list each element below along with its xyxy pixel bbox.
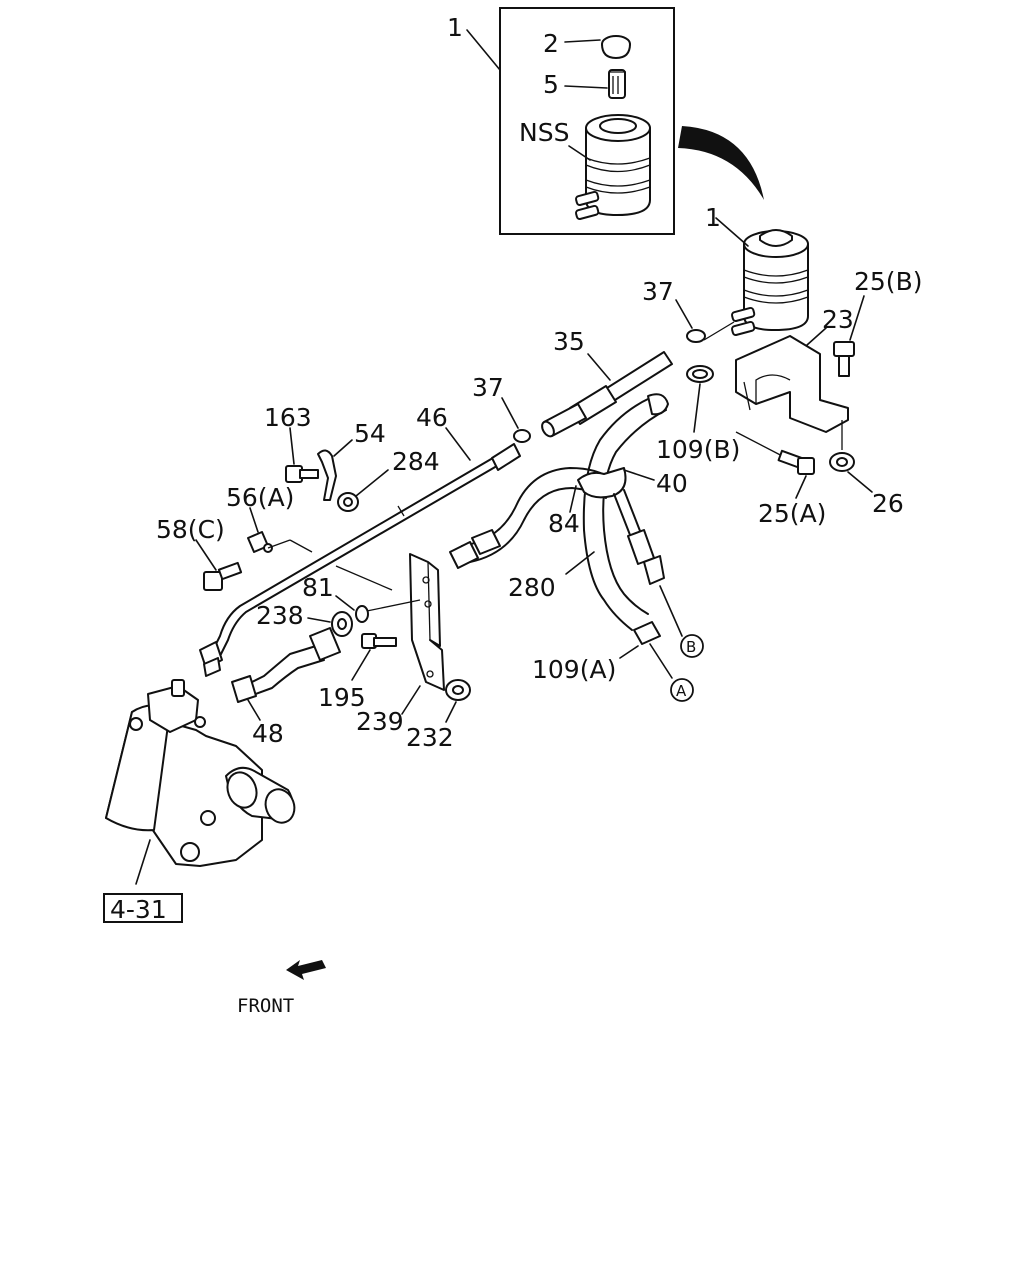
callout-84: 84 [548,509,580,538]
hose-35: 35 [541,327,673,438]
callout-109a: 109(A) [532,655,616,684]
callout-1-inset: 1 [447,13,463,42]
callout-1-reservoir: 1 [705,203,721,232]
callout-40: 40 [656,469,688,498]
steering-gear-box [105,679,296,885]
callout-238: 238 [256,601,304,630]
callout-56a: 56(A) [226,483,294,512]
front-label: FRONT [237,995,294,1017]
callout-81: 81 [302,573,334,602]
callout-37-right: 37 [642,277,674,306]
callout-2: 2 [543,29,559,58]
callout-284: 284 [392,447,440,476]
clamp-109a: 109(A) [532,621,673,684]
bolt-58c: 58(C) [156,515,243,591]
bracket-239: 239 [335,553,445,736]
hose-280: 280 [508,393,669,631]
callout-280: 280 [508,573,556,602]
bolt-25b: 25(B) [833,267,922,377]
callout-23: 23 [822,305,854,334]
callout-163: 163 [264,403,312,432]
callout-48: 48 [252,719,284,748]
front-direction-indicator: FRONT [237,960,326,1017]
reservoir-assembly: 1 [705,203,809,337]
pipe-to-ref-b [613,489,683,637]
strainer-part [608,69,626,99]
clamp-40: 40 [577,467,688,499]
callout-232: 232 [406,723,454,752]
bolt-195: 195 [318,633,397,712]
pipe-48: 48 [231,627,341,748]
callout-nss: NSS [519,118,569,147]
inset-frame [499,7,675,235]
callout-239: 239 [356,707,404,736]
callout-37-mid: 37 [472,373,504,402]
bolt-25a: 25(A) [758,449,826,528]
callout-25b: 25(B) [854,267,922,296]
callout-54: 54 [354,419,386,448]
ref-circle-a: A [670,678,694,702]
page-reference-box: 4-31 [103,893,183,924]
nut-232: 232 [406,679,471,752]
callout-35: 35 [553,327,585,356]
ref-circle-b: B [680,634,704,658]
bolt-163: 163 [264,403,319,483]
ref-a-label: A [676,682,687,700]
clamp-109b: 109(B) [656,365,740,464]
clamp-37-mid: 37 [472,373,531,443]
pipe-46: 46 [199,403,521,677]
ref-b-label: B [686,638,696,656]
callout-5: 5 [543,70,559,99]
callout-46: 46 [416,403,448,432]
reservoir-detail-inset: 1 2 5 NSS [447,7,675,235]
page-reference-label: 4-31 [110,895,167,924]
nut-238: 238 [256,601,353,637]
clamp-37-right: 37 [642,277,735,343]
callout-26: 26 [872,489,904,518]
reservoir-bracket: 23 [735,305,854,461]
callout-109b: 109(B) [656,435,740,464]
front-arrow-icon [286,960,326,980]
callout-195: 195 [318,683,366,712]
hose-84: 84 [449,467,613,569]
washer-81: 81 [302,573,369,623]
clip-56a: 56(A) [226,483,313,553]
nut-26: 26 [829,452,904,518]
callout-58c: 58(C) [156,515,225,544]
callout-25a: 25(A) [758,499,826,528]
detail-indicator-arrow [678,126,764,200]
nut-284: 284 [337,447,440,512]
clip-54: 54 [317,419,386,501]
